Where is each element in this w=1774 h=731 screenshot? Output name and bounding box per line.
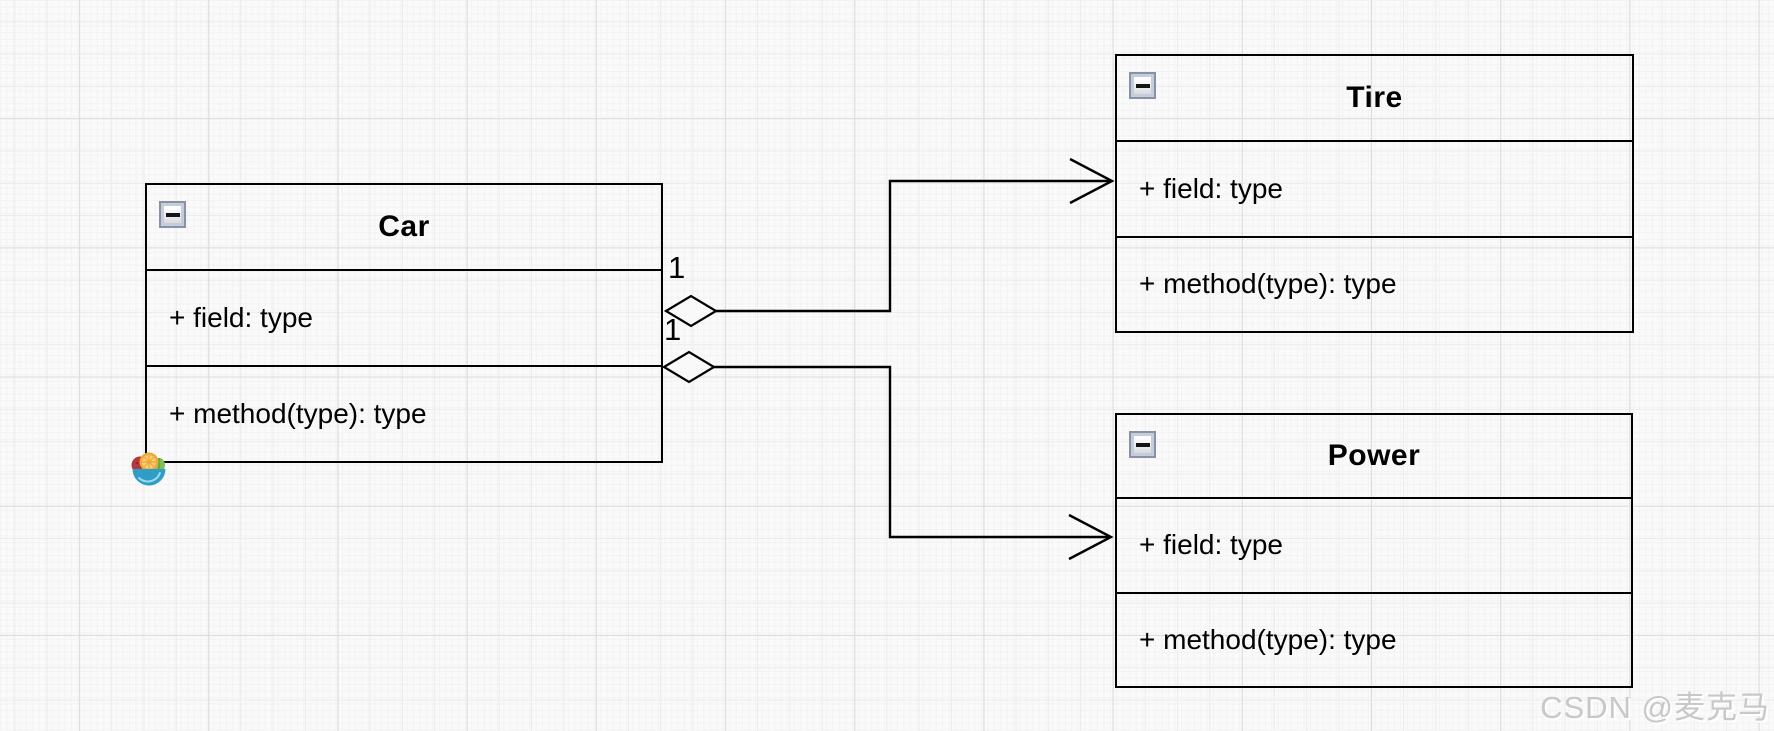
minus-icon	[1135, 442, 1150, 447]
class-method-row[interactable]: + method(type): type	[1117, 235, 1632, 332]
class-name-power: Power	[1327, 439, 1421, 472]
multiplicity-label-power: 1	[664, 312, 682, 347]
aggregation-edge-car-tire[interactable]	[663, 157, 1115, 328]
class-box-power[interactable]: Power + field: type + method(type): type	[1115, 413, 1633, 688]
edge-car-tire-line[interactable]	[716, 179, 1110, 313]
collapse-button[interactable]	[159, 201, 186, 228]
aggregation-diamond-icon	[661, 350, 717, 384]
class-header-tire: Tire	[1117, 56, 1632, 140]
multiplicity-label-tire: 1	[668, 250, 686, 285]
class-field-row[interactable]: + field: type	[1117, 140, 1632, 236]
edge-car-power-line[interactable]	[714, 365, 1109, 539]
watermark-text: CSDN @麦克马	[1540, 690, 1770, 725]
open-arrow-icon	[1069, 157, 1115, 205]
class-header-power: Power	[1117, 415, 1631, 497]
fruit-bowl-icon[interactable]	[130, 450, 168, 488]
collapse-button[interactable]	[1129, 72, 1156, 99]
class-field-row[interactable]: + field: type	[147, 269, 661, 365]
class-name-tire: Tire	[1346, 81, 1403, 114]
aggregation-diamond-icon	[663, 294, 719, 328]
class-method-row[interactable]: + method(type): type	[147, 365, 661, 461]
collapse-button[interactable]	[1129, 431, 1156, 458]
class-method-row[interactable]: + method(type): type	[1117, 591, 1631, 687]
class-box-car[interactable]: Car + field: type + method(type): type	[145, 183, 663, 463]
class-name-car: Car	[378, 210, 430, 243]
minus-icon	[165, 212, 180, 217]
minus-icon	[1135, 83, 1150, 88]
class-header-car: Car	[147, 185, 661, 269]
aggregation-edge-car-power[interactable]	[661, 350, 1114, 561]
class-box-tire[interactable]: Tire + field: type + method(type): type	[1115, 54, 1634, 333]
class-field-row[interactable]: + field: type	[1117, 497, 1631, 592]
open-arrow-icon	[1068, 513, 1114, 561]
